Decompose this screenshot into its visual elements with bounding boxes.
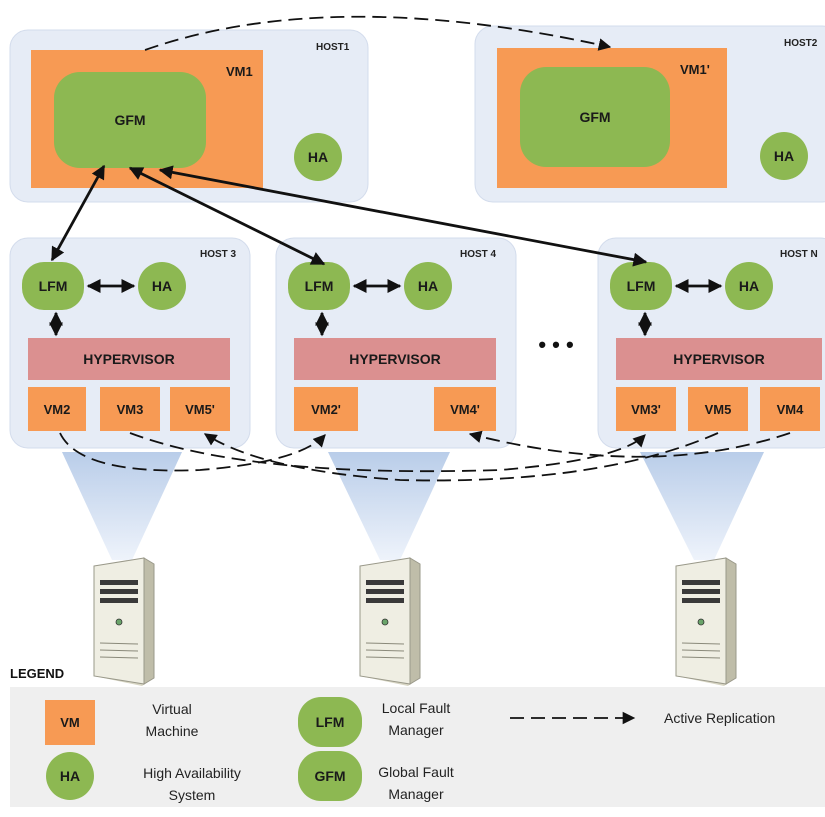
legend-vm: VM Virtual Machine <box>45 700 199 745</box>
legend-ha-symbol <box>46 752 94 800</box>
hostn-hypervisor-label: HYPERVISOR <box>673 351 765 367</box>
hosts-ellipsis: • • • <box>538 332 573 357</box>
host4-ha-label: HA <box>418 278 438 294</box>
vm4-box <box>760 387 820 431</box>
vm5-prime-box <box>170 387 230 431</box>
host4: HOST 4 LFM HA HYPERVISOR VM2' VM4' <box>275 237 517 449</box>
legend-ha-symbol-label: HA <box>60 768 80 784</box>
vm5-label: VM5 <box>705 402 732 417</box>
vm3-prime-box <box>616 387 676 431</box>
host4-server-icon <box>359 557 421 687</box>
legend-replication: Active Replication <box>510 710 775 726</box>
host1-label: HOST1 <box>316 42 350 53</box>
host4-ha-node <box>404 262 452 310</box>
vm1-label: VM1 <box>226 64 253 79</box>
host3-lfm-label: LFM <box>39 278 68 294</box>
legend-lfm-text-2: Manager <box>388 722 444 738</box>
host2-label: HOST2 <box>784 38 818 49</box>
host4-lfm-label: LFM <box>305 278 334 294</box>
vm2-label: VM2 <box>44 402 71 417</box>
host4-hypervisor <box>294 338 496 380</box>
host4-label: HOST 4 <box>460 249 497 260</box>
vm2-prime-box <box>294 387 358 431</box>
vm3-prime-label: VM3' <box>631 402 661 417</box>
hostn-ha-node <box>725 262 773 310</box>
host3-lfm-node <box>22 262 84 310</box>
host2: HOST2 VM1' GFM HA <box>474 25 825 203</box>
hostn-beam <box>640 452 764 560</box>
vm2-prime-label: VM2' <box>311 402 341 417</box>
host4-lfm-node <box>288 262 350 310</box>
vm5-replication-arrow <box>203 432 719 482</box>
legend-lfm-symbol <box>298 697 362 747</box>
host2-ha-label: HA <box>774 148 794 164</box>
legend-lfm-text-1: Local Fault <box>382 700 451 716</box>
host2-ha-node <box>760 132 808 180</box>
vm1-prime-label: VM1' <box>680 62 710 77</box>
vm4-replication-arrow <box>468 430 791 458</box>
host3-beam <box>62 452 182 560</box>
gfm-replica-label: GFM <box>579 109 610 125</box>
vm4-label: VM4 <box>777 402 805 417</box>
hostn-label: HOST N <box>780 249 818 260</box>
legend-ha-text-1: High Availability <box>143 765 241 781</box>
hostn-lfm-node <box>610 262 672 310</box>
hostn-hypervisor <box>616 338 822 380</box>
gfm-replica-node <box>520 67 670 167</box>
hostn: HOST N LFM HA HYPERVISOR VM3' VM5 VM4 <box>597 237 825 449</box>
legend-lfm-symbol-label: LFM <box>316 714 345 730</box>
vm5-box <box>688 387 748 431</box>
host4-beam <box>328 452 450 560</box>
host3-hypervisor <box>28 338 230 380</box>
host3-label: HOST 3 <box>200 249 237 260</box>
legend-lfm: LFM Local Fault Manager <box>298 697 450 747</box>
legend-ha-text-2: System <box>169 787 216 803</box>
host3-hypervisor-label: HYPERVISOR <box>83 351 175 367</box>
host3: HOST 3 LFM HA HYPERVISOR VM2 VM3 VM5' <box>9 237 251 449</box>
legend-replication-text: Active Replication <box>664 710 775 726</box>
vm3-box <box>100 387 160 431</box>
legend-gfm-symbol <box>298 751 362 801</box>
legend-title: LEGEND <box>10 666 64 681</box>
gfm-label: GFM <box>114 112 145 128</box>
legend-vm-symbol-label: VM <box>60 715 80 730</box>
legend-gfm-symbol-label: GFM <box>314 768 345 784</box>
gfm-replication-arrow <box>144 15 612 51</box>
vm4-prime-label: VM4' <box>450 402 480 417</box>
legend-ha: HA High Availability System <box>46 752 241 803</box>
gfm-hostn-link <box>158 165 648 267</box>
host1-ha-label: HA <box>308 149 328 165</box>
host3-ha-label: HA <box>152 278 172 294</box>
vm2-box <box>28 387 86 431</box>
gfm-node <box>54 72 206 168</box>
gfm-host3-link <box>50 164 106 262</box>
legend-vm-text-1: Virtual <box>152 701 191 717</box>
legend-gfm: GFM Global Fault Manager <box>298 751 454 802</box>
legend-gfm-text-2: Manager <box>388 786 444 802</box>
host3-ha-node <box>138 262 186 310</box>
legend-panel <box>10 687 825 807</box>
legend-gfm-text-1: Global Fault <box>378 764 454 780</box>
legend-vm-symbol <box>45 700 95 745</box>
vm3-replication-arrow <box>129 432 646 473</box>
vm2-replication-arrow <box>59 432 326 472</box>
vm4-prime-box <box>434 387 496 431</box>
legend-vm-text-2: Machine <box>146 723 199 739</box>
host4-hypervisor-label: HYPERVISOR <box>349 351 441 367</box>
hostn-ha-label: HA <box>739 278 759 294</box>
vm3-label: VM3 <box>117 402 144 417</box>
hostn-lfm-label: LFM <box>627 278 656 294</box>
host3-server-icon <box>93 557 155 687</box>
hostn-server-icon <box>675 557 737 687</box>
vm5-prime-label: VM5' <box>185 402 215 417</box>
